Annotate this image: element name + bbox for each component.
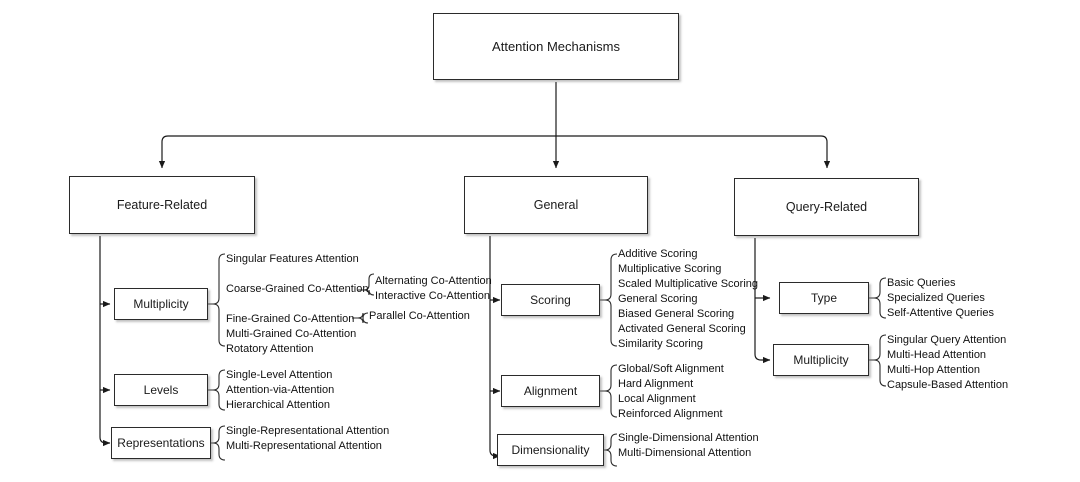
brace-alignment-bottom xyxy=(604,390,618,418)
leaves-general-dimensionality: Single-Dimensional Attention Multi-Dimen… xyxy=(618,431,759,461)
wire-feature-trunk xyxy=(99,236,111,447)
leaf-item: Single-Level Attention xyxy=(226,369,333,381)
brace-representations-bottom xyxy=(212,442,226,461)
leaf-item: Basic Queries xyxy=(887,277,956,289)
leaf-item: Multi-Dimensional Attention xyxy=(618,447,752,459)
leaves-query-type: Basic Queries Specialized Queries Self-A… xyxy=(887,276,994,321)
leaf-item: Capsule-Based Attention xyxy=(887,379,1009,391)
leaf-item: Singular Features Attention xyxy=(226,253,359,265)
leaf-spacer xyxy=(226,267,368,282)
leaf-item: Biased General Scoring xyxy=(618,308,735,320)
leaves-general-alignment: Global/Soft Alignment Hard Alignment Loc… xyxy=(618,362,724,422)
leaf-item: Fine-Grained Co-Attention xyxy=(226,313,355,325)
wire-root-to-query-related xyxy=(556,135,831,169)
node-query-related[interactable]: Query-Related xyxy=(734,178,919,236)
leaf-spacer xyxy=(226,297,368,312)
node-general-alignment[interactable]: Alignment xyxy=(501,375,600,407)
leaf-item: Coarse-Grained Co-Attention xyxy=(226,283,369,295)
node-feature-representations-label: Representations xyxy=(117,436,205,450)
brace-levels-top xyxy=(208,369,226,391)
leaf-item: Global/Soft Alignment xyxy=(618,363,724,375)
brace-query-multiplicity-top xyxy=(869,334,887,361)
node-query-type[interactable]: Type xyxy=(779,282,869,314)
leaves-feature-multiplicity: Singular Features Attention Coarse-Grain… xyxy=(226,252,368,357)
brace-scoring-top xyxy=(600,253,618,301)
leaf-item: Rotatory Attention xyxy=(226,343,314,355)
leaf-item: Local Alignment xyxy=(618,393,696,405)
brace-feature-multiplicity-bottom xyxy=(212,303,226,347)
node-root-label: Attention Mechanisms xyxy=(492,39,620,54)
wire-root-to-feature-related xyxy=(158,135,556,169)
leaf-item: Single-Representational Attention xyxy=(226,425,390,437)
leaf-item: Interactive Co-Attention xyxy=(375,290,490,302)
node-root[interactable]: Attention Mechanisms xyxy=(433,13,679,80)
leaf-item: Multi-Grained Co-Attention xyxy=(226,328,357,340)
node-general-alignment-label: Alignment xyxy=(523,384,578,398)
node-query-related-label: Query-Related xyxy=(785,200,868,214)
leaf-item: Similarity Scoring xyxy=(618,338,703,350)
node-general-scoring-label: Scoring xyxy=(530,293,571,307)
node-general-dimensionality-label: Dimensionality xyxy=(511,443,590,457)
leaf-item: Multi-Hop Attention xyxy=(887,364,980,376)
brace-scoring-bottom xyxy=(604,299,618,347)
brace-alignment-top xyxy=(600,364,618,392)
brace-levels-bottom xyxy=(212,389,226,411)
leaves-coarse-grained-co-attention: Alternating Co-Attention Interactive Co-… xyxy=(375,274,492,304)
leaves-fine-grained-co-attention: Parallel Co-Attention xyxy=(369,309,470,324)
leaf-item: Single-Dimensional Attention xyxy=(618,432,759,444)
node-feature-representations[interactable]: Representations xyxy=(111,427,211,459)
node-general-scoring[interactable]: Scoring xyxy=(501,284,600,316)
node-general[interactable]: General xyxy=(464,176,648,234)
brace-dimensionality-bottom xyxy=(604,449,618,467)
node-feature-related[interactable]: Feature-Related xyxy=(69,176,255,234)
brace-type-top xyxy=(869,277,887,299)
wire-general-trunk xyxy=(489,236,501,460)
leaf-item: Self-Attentive Queries xyxy=(887,307,994,319)
leaf-item: Hierarchical Attention xyxy=(226,399,330,411)
leaf-item: Singular Query Attention xyxy=(887,334,1007,346)
node-general-label: General xyxy=(533,198,579,212)
leaf-item: Multi-Head Attention xyxy=(887,349,987,361)
leaf-item: Activated General Scoring xyxy=(618,323,746,335)
leaves-query-multiplicity: Singular Query Attention Multi-Head Atte… xyxy=(887,333,1008,393)
leaf-item: Specialized Queries xyxy=(887,292,985,304)
leaf-item: Hard Alignment xyxy=(618,378,694,390)
brace-query-multiplicity-bottom xyxy=(873,359,887,387)
brace-type-bottom xyxy=(873,297,887,319)
leaf-item: Multiplicative Scoring xyxy=(618,263,722,275)
leaves-feature-representations: Single-Representational Attention Multi-… xyxy=(226,424,389,454)
leaves-feature-levels: Single-Level Attention Attention-via-Att… xyxy=(226,368,334,413)
leaf-item: Reinforced Alignment xyxy=(618,408,723,420)
node-feature-multiplicity-label: Multiplicity xyxy=(133,297,189,311)
node-feature-levels[interactable]: Levels xyxy=(114,374,208,406)
leaf-item: Parallel Co-Attention xyxy=(369,310,470,322)
leaf-item: Attention-via-Attention xyxy=(226,384,335,396)
leaf-item: Additive Scoring xyxy=(618,248,698,260)
leaf-item: Scaled Multiplicative Scoring xyxy=(618,278,759,290)
node-query-multiplicity-label: Multiplicity xyxy=(793,353,849,367)
leaf-item: Alternating Co-Attention xyxy=(375,275,492,287)
node-feature-levels-label: Levels xyxy=(143,383,179,397)
node-query-multiplicity[interactable]: Multiplicity xyxy=(773,344,869,376)
leaves-general-scoring: Additive Scoring Multiplicative Scoring … xyxy=(618,247,758,352)
node-general-dimensionality[interactable]: Dimensionality xyxy=(497,434,604,466)
node-feature-multiplicity[interactable]: Multiplicity xyxy=(114,288,208,320)
brace-feature-multiplicity-top xyxy=(208,253,226,305)
leaf-item: General Scoring xyxy=(618,293,698,305)
node-feature-related-label: Feature-Related xyxy=(116,198,208,212)
leaf-item: Multi-Representational Attention xyxy=(226,440,382,452)
node-query-type-label: Type xyxy=(810,291,837,305)
